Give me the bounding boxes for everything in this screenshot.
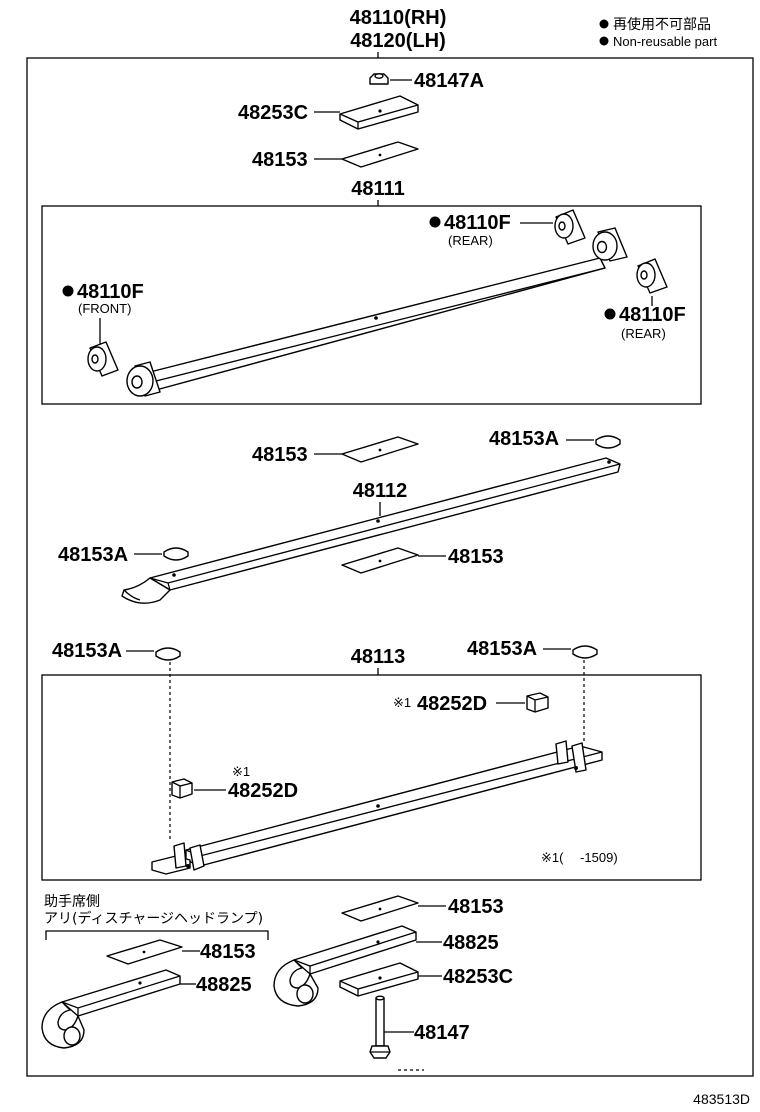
- u-bolt-48147[interactable]: [369, 995, 391, 1059]
- part-note-front: (FRONT): [78, 301, 131, 316]
- side-note-bracket: [45, 930, 269, 940]
- part-label-48153-top[interactable]: 48153: [252, 149, 308, 171]
- footnote-serial-range: ※1( -1509): [541, 850, 618, 865]
- clip-48252d-upper[interactable]: [526, 692, 549, 713]
- part-label-48113[interactable]: 48113: [351, 646, 406, 668]
- pad-48153a-lower-left[interactable]: [155, 647, 181, 661]
- part-label-48825-bottom-left[interactable]: 48825: [196, 974, 252, 996]
- non-reusable-dot-icon: [599, 36, 609, 46]
- shim-48153-mid-upper[interactable]: [341, 436, 419, 463]
- legend-jp: 再使用不可部品: [613, 16, 711, 33]
- note-mark-2: ※1: [232, 764, 250, 779]
- part-label-48825-bottom-right[interactable]: 48825: [443, 932, 499, 954]
- pad-48153a-lower-right[interactable]: [572, 645, 598, 659]
- part-label-48147a[interactable]: 48147A: [414, 70, 484, 92]
- shim-48153-top[interactable]: [341, 141, 419, 168]
- third-leaf-48113[interactable]: [151, 740, 603, 875]
- main-leaf-48111[interactable]: [126, 227, 628, 397]
- side-note-line-2: アリ(ディスチャージヘッドランプ): [44, 910, 263, 927]
- part-label-48111[interactable]: 48111: [351, 178, 404, 200]
- plate-48253c-bottom[interactable]: [339, 962, 419, 997]
- part-label-48112[interactable]: 48112: [353, 480, 408, 502]
- non-reusable-dot-icon: [599, 19, 609, 29]
- part-label-48110f-front[interactable]: 48110F: [77, 281, 144, 303]
- part-label-48253c-top[interactable]: 48253C: [238, 102, 308, 124]
- part-label-48153a-low-2[interactable]: 48153A: [467, 638, 537, 660]
- part-label-48153a-mid-1[interactable]: 48153A: [489, 428, 559, 450]
- part-label-48153a-low-1[interactable]: 48153A: [52, 640, 122, 662]
- assembly-outer-frame: [26, 57, 754, 1077]
- legend-en: Non-reusable part: [613, 34, 717, 49]
- bushing-48110f-front[interactable]: [87, 341, 119, 377]
- part-label-48153a-mid-2[interactable]: 48153A: [58, 544, 128, 566]
- plate-48253c-top[interactable]: [339, 95, 419, 130]
- part-label-48253c-bottom[interactable]: 48253C: [443, 966, 513, 988]
- assembly-rh-label[interactable]: 48110(RH): [350, 7, 447, 29]
- part-label-48153-mid-2[interactable]: 48153: [448, 546, 504, 568]
- assembly-lh-label[interactable]: 48120(LH): [350, 30, 446, 52]
- part-label-48147-bottom[interactable]: 48147: [414, 1022, 470, 1044]
- non-reusable-dot-icon: [62, 285, 74, 297]
- figure-id: 483513D: [693, 1091, 750, 1107]
- shim-48153-mid-lower[interactable]: [341, 547, 419, 574]
- bushing-48110f-rear-upper[interactable]: [554, 209, 586, 245]
- shim-48153-bottom-right[interactable]: [341, 895, 419, 922]
- note-mark-1: ※1: [393, 695, 411, 710]
- nut-48147a[interactable]: [369, 73, 389, 85]
- part-label-48252d-1[interactable]: 48252D: [417, 693, 487, 715]
- pad-48153a-upper-right[interactable]: [595, 435, 621, 449]
- part-label-48110f-rear-1[interactable]: 48110F: [444, 212, 511, 234]
- leaf-48825-bottom-left[interactable]: [41, 969, 181, 1049]
- part-label-48252d-2[interactable]: 48252D: [228, 780, 298, 802]
- non-reusable-dot-icon: [429, 216, 441, 228]
- non-reusable-dot-icon: [604, 308, 616, 320]
- side-note-line-1: 助手席側: [44, 894, 100, 910]
- part-label-48153-bottom-left[interactable]: 48153: [200, 941, 256, 963]
- part-note-rear-2: (REAR): [621, 326, 666, 341]
- part-label-48153-mid-1[interactable]: 48153: [252, 444, 308, 466]
- shim-48153-bottom-left[interactable]: [106, 939, 183, 965]
- bushing-48110f-rear-lower[interactable]: [636, 258, 668, 294]
- third-leaf-group-frame: [41, 674, 702, 881]
- part-label-48153-bottom-right[interactable]: 48153: [448, 896, 504, 918]
- leaf-48825-bottom-right[interactable]: [273, 925, 417, 1007]
- second-leaf-48112[interactable]: [121, 457, 621, 604]
- clip-48252d-lower[interactable]: [171, 778, 193, 799]
- pad-48153a-mid-left[interactable]: [163, 547, 189, 561]
- part-note-rear-1: (REAR): [448, 233, 493, 248]
- main-leaf-group-frame: [41, 205, 702, 405]
- part-label-48110f-rear-2[interactable]: 48110F: [619, 304, 686, 326]
